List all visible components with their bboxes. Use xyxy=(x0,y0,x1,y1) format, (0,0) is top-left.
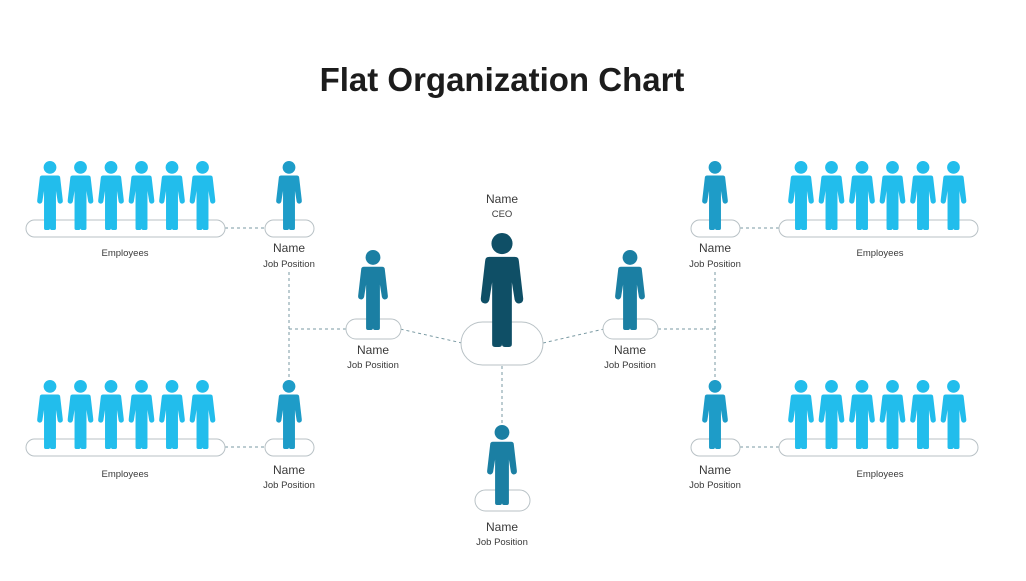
employee-person-icon-top-left-2 xyxy=(67,161,94,230)
employees-label-top-left: Employees xyxy=(102,248,149,259)
employee-person-icon-bottom-right-5 xyxy=(910,380,936,449)
employee-person-icon-top-right-5 xyxy=(910,161,936,230)
employee-person-icon-top-right-1 xyxy=(788,161,814,230)
employee-person-icon-top-right-4 xyxy=(879,161,906,230)
ceo-name: Name xyxy=(486,192,518,206)
lead-name-bottom-right: Name xyxy=(699,463,731,477)
manager-position-right: Job Position xyxy=(604,360,656,371)
ceo-position: CEO xyxy=(492,209,513,220)
lead-name-bottom-left: Name xyxy=(273,463,305,477)
employees-label-bottom-left: Employees xyxy=(102,469,149,480)
employee-person-icon-top-left-4 xyxy=(128,161,155,230)
lead-person-icon-top-left xyxy=(276,161,302,230)
manager-person-icon-bottom xyxy=(487,425,517,505)
employees-label-top-right: Employees xyxy=(857,248,904,259)
employee-person-icon-top-right-6 xyxy=(940,161,967,230)
employee-person-icon-top-left-6 xyxy=(189,161,216,230)
manager-position-left: Job Position xyxy=(347,360,399,371)
manager-name-right: Name xyxy=(614,343,646,357)
employee-person-icon-bottom-left-2 xyxy=(67,380,94,449)
page-title: Flat Organization Chart xyxy=(320,61,685,98)
lead-name-top-left: Name xyxy=(273,241,305,255)
employee-person-icon-bottom-left-4 xyxy=(128,380,155,449)
employee-person-icon-top-left-5 xyxy=(159,161,185,230)
manager-person-icon-right xyxy=(615,250,645,330)
employee-person-icon-bottom-left-6 xyxy=(189,380,216,449)
employee-person-icon-top-right-2 xyxy=(818,161,845,230)
employee-person-icon-top-right-3 xyxy=(849,161,875,230)
connector-ceo-left-manager xyxy=(399,328,463,344)
employee-person-icon-bottom-right-4 xyxy=(879,380,906,449)
employee-person-icon-bottom-right-3 xyxy=(849,380,875,449)
lead-person-icon-top-right xyxy=(702,161,728,230)
lead-position-bottom-right: Job Position xyxy=(689,480,741,491)
employee-person-icon-bottom-right-2 xyxy=(818,380,845,449)
lead-name-top-right: Name xyxy=(699,241,731,255)
manager-name-bottom: Name xyxy=(486,520,518,534)
lead-person-icon-bottom-left xyxy=(276,380,302,449)
employee-person-icon-bottom-left-3 xyxy=(98,380,124,449)
connectors xyxy=(225,227,779,448)
employee-person-icon-bottom-right-1 xyxy=(788,380,814,449)
person-figures xyxy=(37,161,967,505)
lead-person-icon-bottom-right xyxy=(702,380,728,449)
lead-position-bottom-left: Job Position xyxy=(263,480,315,491)
lead-position-top-right: Job Position xyxy=(689,259,741,270)
manager-person-icon-left xyxy=(358,250,388,330)
manager-name-left: Name xyxy=(357,343,389,357)
employee-person-icon-top-left-1 xyxy=(37,161,63,230)
employee-person-icon-bottom-left-1 xyxy=(37,380,63,449)
manager-position-bottom: Job Position xyxy=(476,537,528,548)
employee-person-icon-bottom-left-5 xyxy=(159,380,185,449)
ceo-person-icon xyxy=(480,233,524,347)
employee-person-icon-top-left-3 xyxy=(98,161,124,230)
lead-position-top-left: Job Position xyxy=(263,259,315,270)
employee-person-icon-bottom-right-6 xyxy=(940,380,967,449)
connector-ceo-right-manager xyxy=(542,328,605,344)
employees-label-bottom-right: Employees xyxy=(857,469,904,480)
